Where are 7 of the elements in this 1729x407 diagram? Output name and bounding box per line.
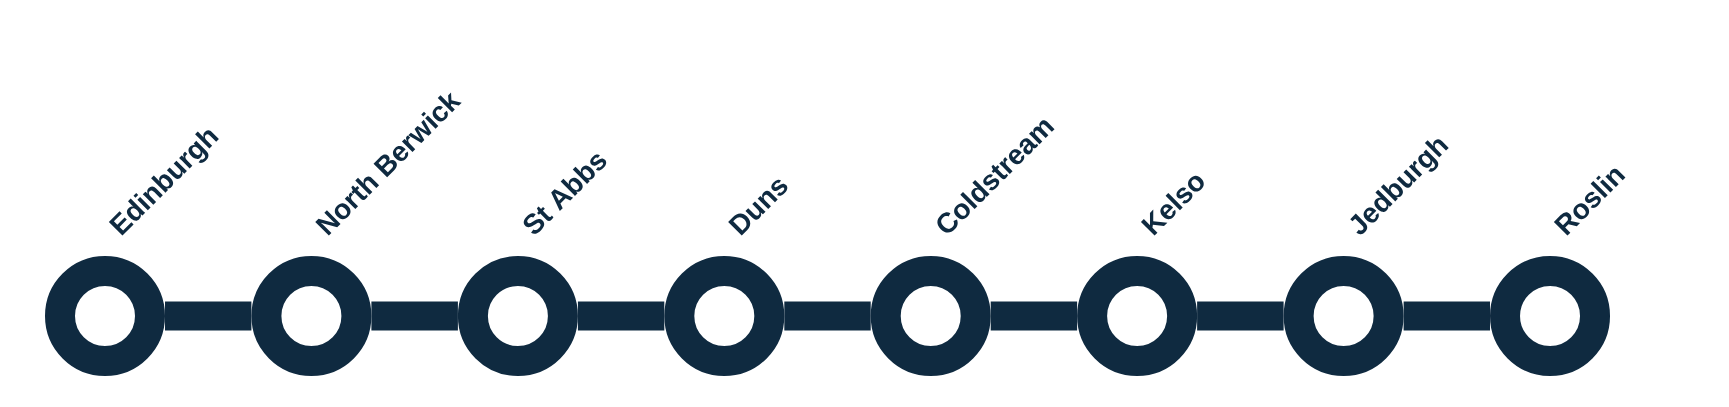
- track-line: [990, 301, 1078, 331]
- track-line: [1197, 301, 1284, 331]
- track-line: [784, 301, 871, 331]
- track-line: [577, 301, 665, 331]
- track-line: [371, 301, 458, 331]
- track-line: [165, 301, 252, 331]
- track-line: [1403, 301, 1490, 331]
